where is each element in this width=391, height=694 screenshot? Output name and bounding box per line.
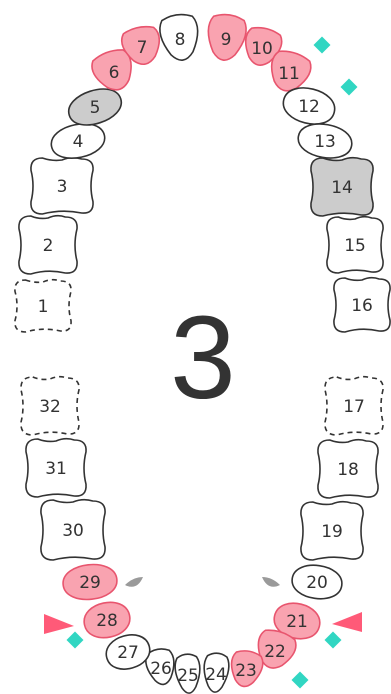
tooth-18[interactable]: 18 (318, 440, 378, 498)
tooth-number-label: 11 (278, 64, 300, 84)
tooth-number-label: 31 (45, 459, 67, 479)
tooth-number-label: 24 (205, 665, 227, 685)
tooth-number-label: 10 (251, 39, 273, 59)
tooth-13[interactable]: 13 (296, 120, 355, 162)
tooth-number-label: 32 (39, 397, 61, 417)
tooth-14[interactable]: 14 (311, 158, 373, 216)
triangle-marker-tooth-21 (332, 612, 362, 632)
tooth-20[interactable]: 20 (290, 562, 344, 602)
tooth-31[interactable]: 31 (26, 439, 86, 497)
tooth-24[interactable]: 24 (202, 652, 229, 693)
tooth-19[interactable]: 19 (301, 502, 363, 560)
diamond-marker-tooth-21 (325, 632, 342, 649)
tooth-number-label: 16 (351, 296, 373, 316)
tooth-number-label: 26 (150, 659, 172, 679)
tooth-9[interactable]: 9 (204, 12, 248, 62)
tooth-3[interactable]: 3 (31, 158, 93, 214)
tooth-number-label: 23 (235, 661, 257, 681)
tooth-number-label: 15 (344, 236, 366, 256)
tooth-number-label: 21 (286, 612, 308, 632)
tooth-30[interactable]: 30 (41, 500, 105, 560)
tooth-number-label: 19 (321, 522, 343, 542)
tooth-number-label: 9 (221, 30, 232, 50)
tooth-1[interactable]: 1 (15, 280, 71, 332)
triangle-marker-tooth-28 (44, 614, 74, 634)
tooth-number-label: 3 (57, 177, 68, 197)
tooth-number-label: 18 (337, 460, 359, 480)
center-number: 3 (170, 292, 236, 424)
tooth-number-label: 2 (43, 236, 54, 256)
tooth-number-label: 29 (79, 573, 101, 593)
tooth-number-label: 1 (38, 297, 49, 317)
tooth-number-label: 17 (343, 397, 365, 417)
tooth-23[interactable]: 23 (228, 649, 265, 689)
diamond-marker-tooth-22 (292, 672, 309, 689)
tooth-number-label: 12 (298, 97, 320, 117)
tooth-number-label: 14 (331, 178, 353, 198)
tooth-number-label: 6 (109, 63, 120, 83)
diamond-marker-tooth-11 (341, 79, 358, 96)
drop-marker-tooth-29 (125, 577, 143, 587)
tooth-number-label: 28 (96, 611, 118, 631)
tooth-number-label: 30 (62, 521, 84, 541)
tooth-number-label: 25 (177, 666, 199, 686)
drop-marker-tooth-20 (262, 577, 280, 587)
tooth-8[interactable]: 8 (158, 12, 202, 62)
diamond-marker-tooth-28 (67, 632, 84, 649)
tooth-25[interactable]: 25 (174, 653, 201, 694)
tooth-16[interactable]: 16 (334, 278, 390, 332)
tooth-4[interactable]: 4 (48, 119, 108, 163)
diamond-marker-tooth-10 (314, 37, 331, 54)
tooth-number-label: 22 (264, 642, 286, 662)
tooth-number-label: 13 (314, 132, 336, 152)
tooth-32[interactable]: 32 (21, 377, 79, 435)
tooth-number-label: 8 (175, 30, 186, 50)
tooth-2[interactable]: 2 (19, 216, 77, 274)
tooth-15[interactable]: 15 (327, 217, 383, 273)
tooth-number-label: 4 (73, 132, 84, 152)
tooth-17[interactable]: 17 (325, 377, 383, 435)
tooth-number-label: 20 (306, 573, 328, 593)
tooth-number-label: 27 (117, 643, 139, 663)
tooth-number-label: 5 (90, 98, 101, 118)
tooth-29[interactable]: 29 (61, 562, 118, 602)
tooth-number-label: 7 (137, 38, 148, 58)
